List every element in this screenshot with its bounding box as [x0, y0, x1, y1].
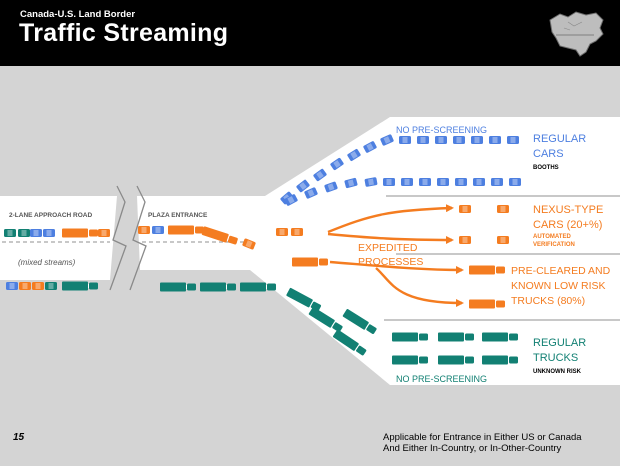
footer-note-line1: Applicable for Entrance in Either US or …	[383, 433, 582, 444]
car-icon	[473, 178, 485, 186]
no-prescreening-top-label: NO PRE-SCREENING	[396, 125, 487, 135]
car-icon	[419, 178, 431, 186]
car-icon	[471, 136, 483, 144]
truck-icon	[482, 356, 518, 365]
road-surface	[0, 117, 620, 385]
truck-icon	[469, 266, 505, 275]
car-icon	[383, 178, 395, 186]
slide-number: 15	[13, 432, 24, 443]
approach-road-label: 2-LANE APPROACH ROAD	[9, 212, 92, 219]
truck-icon	[62, 282, 98, 291]
truck-icon	[392, 333, 428, 342]
car-icon	[276, 228, 288, 236]
expedited-label-line2: PROCESSES	[358, 256, 423, 268]
car-icon	[509, 178, 521, 186]
truck-icon	[292, 258, 328, 267]
truck-icon	[168, 226, 204, 235]
car-icon	[435, 136, 447, 144]
car-icon	[32, 282, 44, 290]
no-prescreening-bottom-label: NO PRE-SCREENING	[396, 374, 487, 384]
regular-cars-label-line2: CARS	[533, 148, 564, 160]
regular-trucks-label-line1: REGULAR	[533, 337, 586, 349]
nexus-cars-label-line1: NEXUS-TYPE	[533, 204, 603, 216]
car-icon	[152, 226, 164, 234]
car-icon	[45, 282, 57, 290]
car-icon	[497, 205, 509, 213]
regular-cars-sub: BOOTHS	[533, 165, 559, 171]
car-icon	[459, 205, 471, 213]
car-icon	[489, 136, 501, 144]
car-icon	[18, 229, 30, 237]
car-icon	[19, 282, 31, 290]
car-icon	[43, 229, 55, 237]
car-icon	[4, 229, 16, 237]
nexus-cars-sub2: VERIFICATION	[533, 242, 575, 248]
regular-trucks-sub: UNKNOWN RISK	[533, 369, 582, 375]
plaza-entrance-label: PLAZA ENTRANCE	[148, 212, 208, 219]
mixed-streams-label: (mixed streams)	[18, 258, 76, 267]
expedited-label-line1: EXPEDITED	[358, 242, 418, 254]
truck-icon	[200, 283, 236, 292]
footer-note: Applicable for Entrance in Either US or …	[383, 433, 582, 454]
truck-icon	[240, 283, 276, 292]
footer-note-line2: And Either In-Country, or In-Other-Count…	[383, 444, 582, 455]
car-icon	[497, 236, 509, 244]
truck-icon	[392, 356, 428, 365]
car-icon	[437, 178, 449, 186]
precleared-label-line3: TRUCKS (80%)	[511, 295, 585, 307]
truck-icon	[482, 333, 518, 342]
car-icon	[459, 236, 471, 244]
truck-icon	[469, 300, 505, 309]
car-icon	[138, 226, 150, 234]
precleared-label-line1: PRE-CLEARED AND	[511, 265, 611, 277]
car-icon	[399, 136, 411, 144]
car-icon	[291, 228, 303, 236]
precleared-label-line2: KNOWN LOW RISK	[511, 280, 606, 292]
car-icon	[453, 136, 465, 144]
car-icon	[417, 136, 429, 144]
regular-cars-label-line1: REGULAR	[533, 133, 586, 145]
car-icon	[455, 178, 467, 186]
car-icon	[401, 178, 413, 186]
truck-icon	[438, 356, 474, 365]
car-icon	[491, 178, 503, 186]
truck-icon	[160, 283, 196, 292]
truck-icon	[438, 333, 474, 342]
car-icon	[6, 282, 18, 290]
nexus-cars-sub1: AUTOMATED	[533, 234, 571, 240]
car-icon	[507, 136, 519, 144]
truck-icon	[62, 229, 98, 238]
car-icon	[30, 229, 42, 237]
nexus-cars-label-line2: CARS (20+%)	[533, 219, 602, 231]
regular-trucks-label-line2: TRUCKS	[533, 352, 578, 364]
car-icon	[98, 229, 110, 237]
